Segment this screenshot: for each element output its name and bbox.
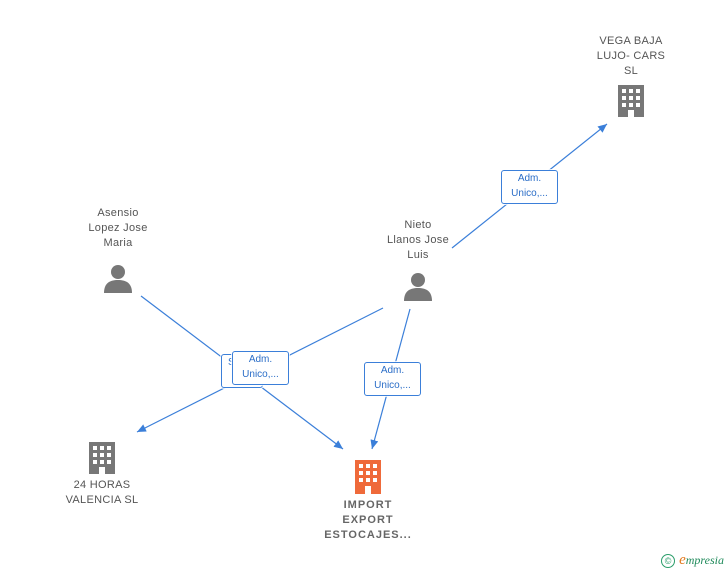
relation-label-nieto-import[interactable]: Adm. Unico,... — [364, 362, 421, 396]
brand-initial: e — [679, 552, 686, 568]
building-icon — [355, 460, 381, 494]
node-import-export[interactable]: IMPORT EXPORT ESTOCAJES... — [316, 458, 420, 543]
relation-label-nieto-vega[interactable]: Adm. Unico,... — [501, 170, 558, 204]
node-vega-baja[interactable]: VEGA BAJA LUJO- CARS SL — [586, 34, 676, 117]
building-icon — [618, 85, 644, 117]
brand-watermark: ©empresia — [661, 552, 724, 569]
brand-name: mpresia — [685, 553, 724, 567]
relation-label-cluster[interactable]: Adm. Unico,... — [232, 351, 289, 385]
node-nieto-label: Nieto Llanos Jose Luis — [386, 219, 449, 261]
node-vega-baja-label: VEGA BAJA LUJO- CARS SL — [596, 35, 666, 77]
node-24-horas-label: 24 HORAS VALENCIA SL — [65, 479, 139, 506]
node-asensio-label: Asensio Lopez Jose Maria — [88, 207, 148, 249]
building-icon — [89, 442, 115, 474]
person-icon — [104, 265, 132, 293]
person-icon — [404, 273, 432, 301]
node-asensio[interactable]: Asensio Lopez Jose Maria — [70, 206, 166, 293]
node-import-export-label: IMPORT EXPORT ESTOCAJES... — [324, 499, 412, 541]
copyright-icon: © — [661, 554, 676, 568]
node-nieto[interactable]: Nieto Llanos Jose Luis — [370, 218, 466, 301]
node-24-horas[interactable]: 24 HORAS VALENCIA SL — [52, 440, 152, 508]
